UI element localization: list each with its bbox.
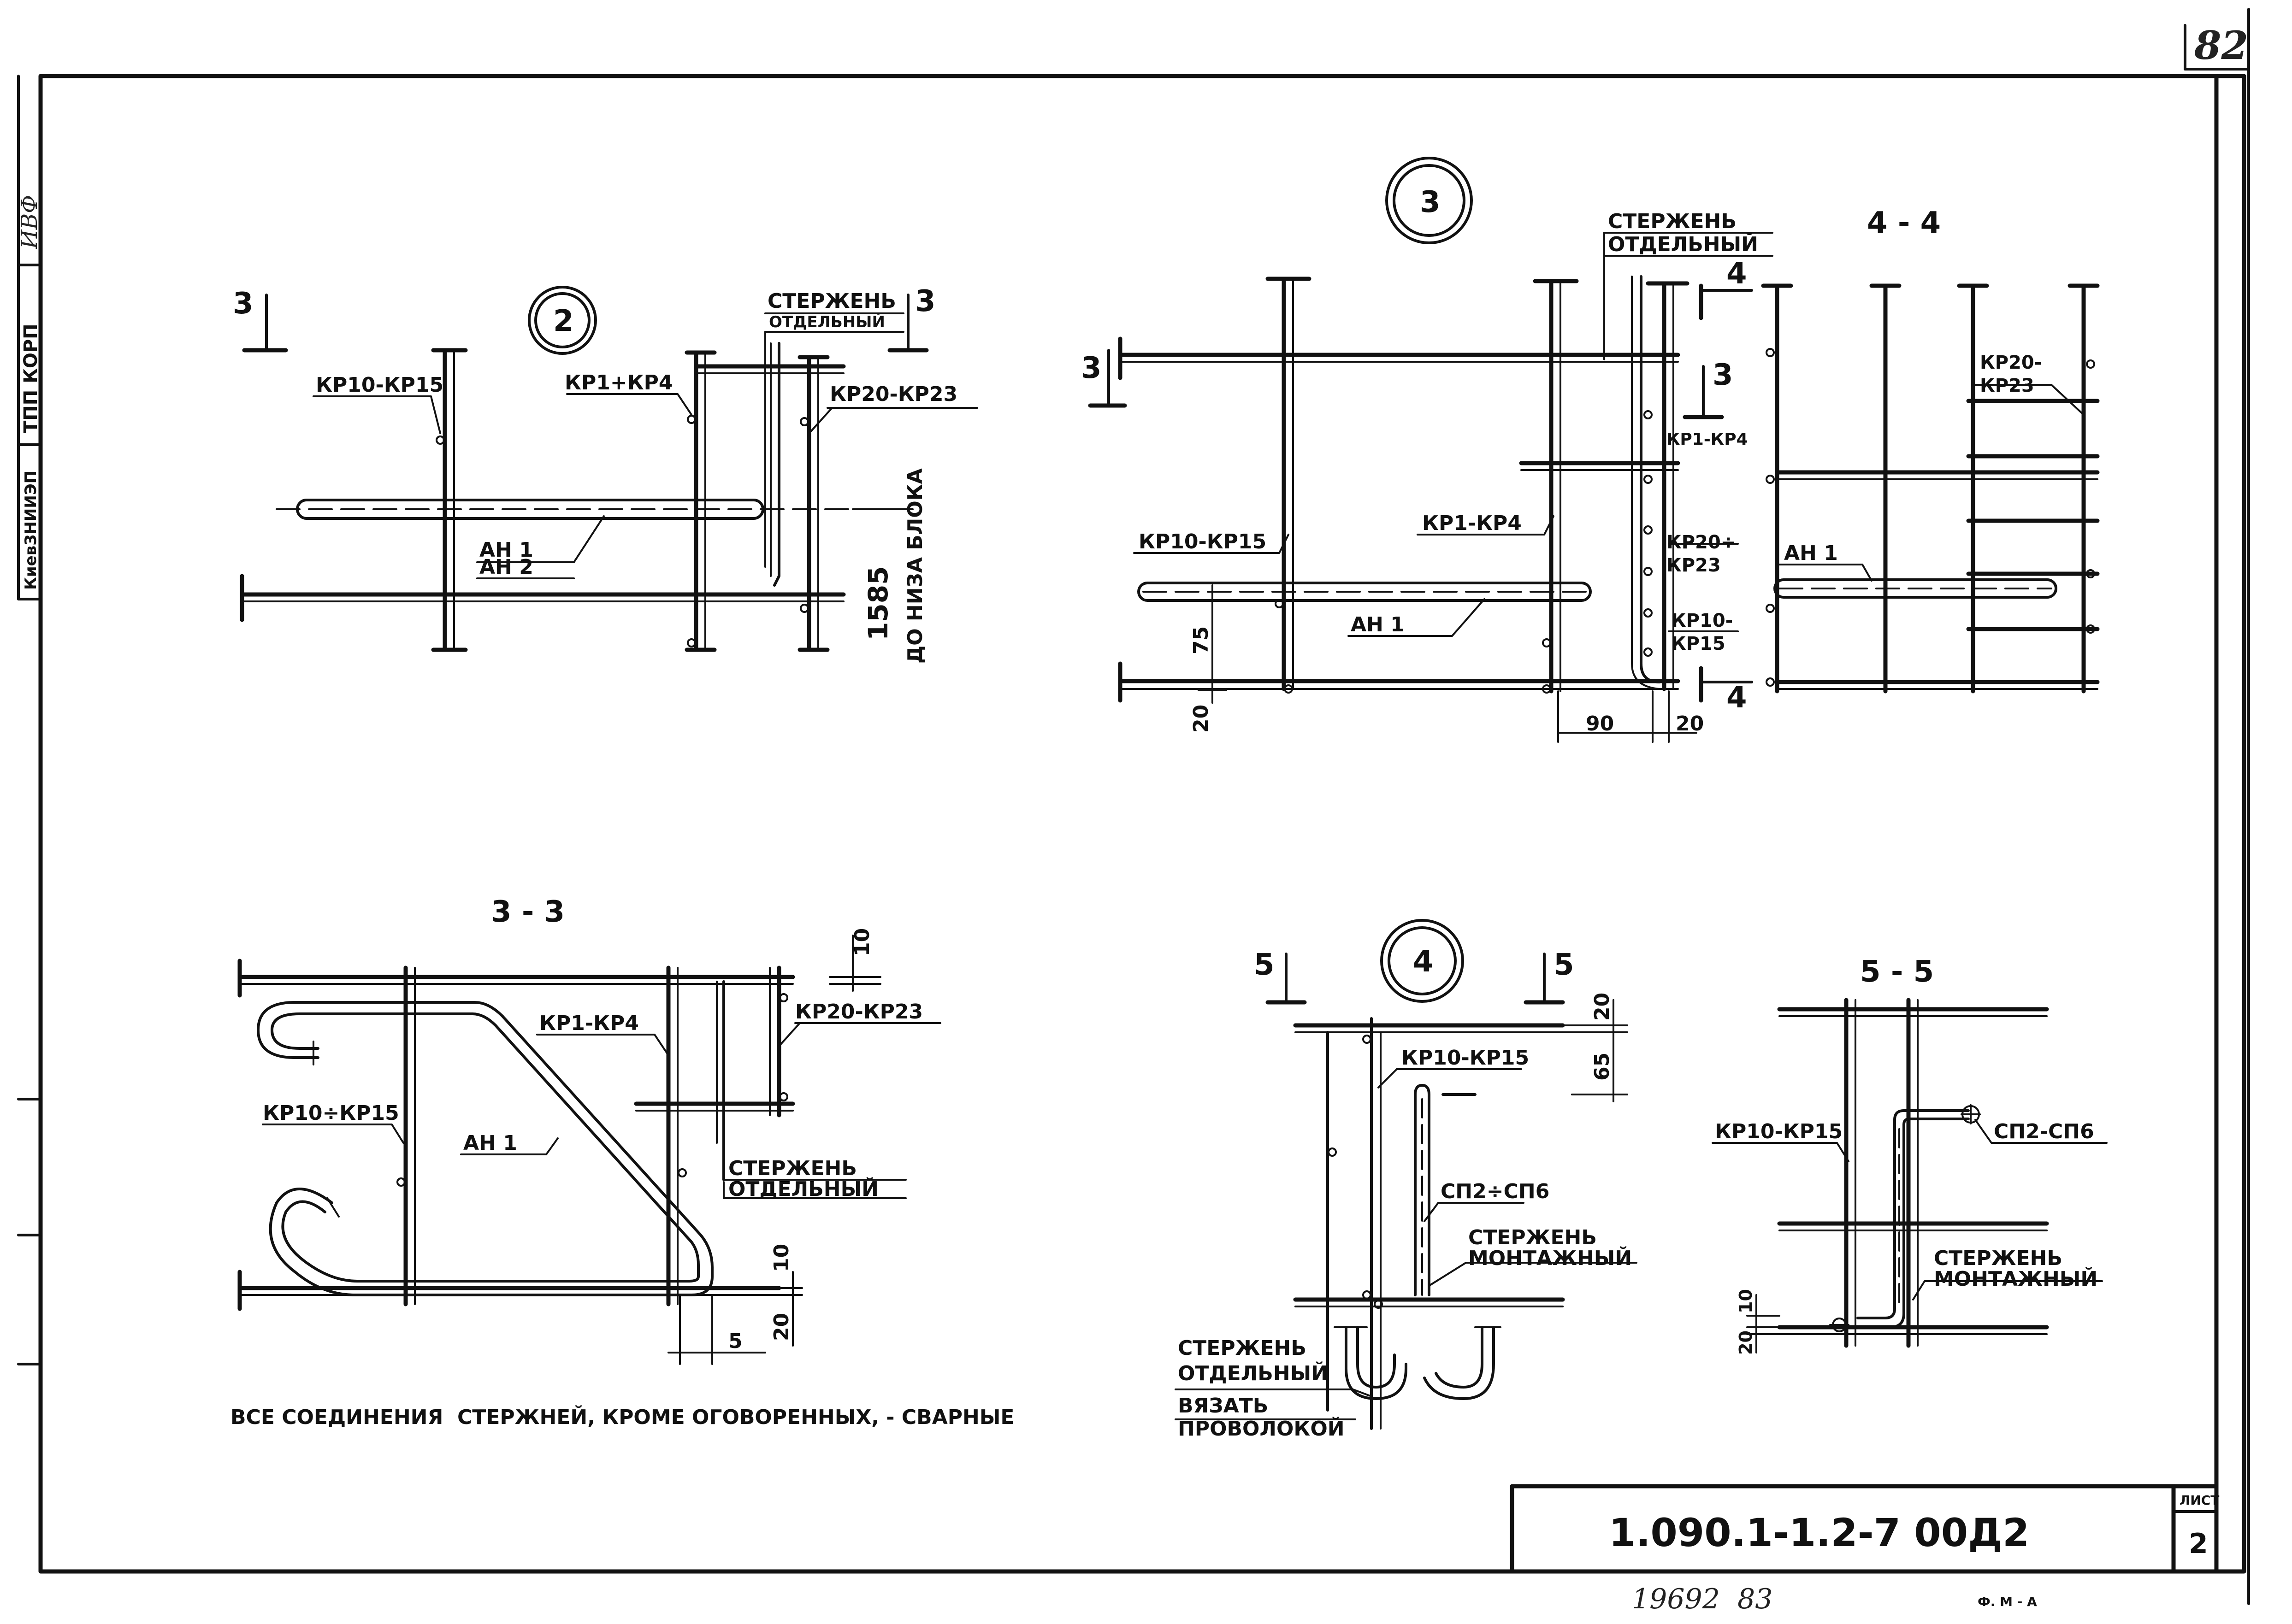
sheet-number: 82 [2194,23,2248,68]
section-4-4-label-kr20b: КР23 [1980,375,2034,396]
section-3-3-dim-20: 20 [770,1313,793,1341]
node-2-label-rod1: СТЕРЖЕНЬ [768,289,896,313]
node-4-cut-left: 5 [1254,948,1275,982]
node-2-cut-right: 3 [915,284,936,318]
node-2-height: 1585 [862,566,894,641]
stamp-signature: ИВФ [17,195,42,249]
node-2: 2 3 3 [233,284,978,664]
node-4-label-rod-m2: МОНТАЖНЫЙ [1468,1246,1632,1270]
node-4-label-kr10: КР10-КР15 [1401,1046,1529,1070]
section-5-5-dim-20: 20 [1736,1330,1756,1355]
node-4-circle: 4 [1413,945,1434,979]
node-3-label-kr10a: КР10- [1671,610,1733,631]
section-4-4-label-kr20a: КР20- [1980,352,2042,373]
section-3-3-dim-10top: 10 [851,928,874,956]
section-3-3-label-kr10: КР10÷КР15 [263,1101,399,1125]
section-3-3-dim-5: 5 [728,1330,743,1353]
node-2-cut-left: 3 [233,287,254,321]
section-4-4-title: 4 - 4 [1867,206,1941,240]
node-3-label-an1: АН 1 [1351,613,1405,636]
section-5-5: 5 - 5 КР10-КР15 СП2-СП6 СТЕРЖЕНЬ МОНТАЖ [1712,955,2108,1355]
side-stamp: КиевЗНИИЭП ТПП КОРП ИВФ [17,75,42,1365]
node-4: 4 5 5 [1175,919,1637,1441]
node-3-cut4-top: 4 [1726,257,1747,291]
node-3-label-kr20b: КР23 [1666,555,1721,576]
section-5-5-title: 5 - 5 [1860,955,1934,989]
node-2-label-rod2: ОТДЕЛЬНЫЙ [769,312,885,331]
node-4-label-sp: СП2÷СП6 [1441,1180,1549,1203]
doc-code: 1.090.1-1.2-7 00Д2 [1609,1510,2029,1555]
node-3: 3 3 3 4 4 [1081,157,1773,743]
section-5-5-dim-10: 10 [1736,1289,1756,1313]
node-3-cut-left: 3 [1081,351,1102,385]
node-3-label-kr1b: КР1-КР4 [1666,430,1748,449]
section-4-4-label-an1: АН 1 [1784,541,1838,565]
node-2-label-kr20: КР20-КР23 [830,382,957,406]
section-3-3: 3 - 3 [237,895,941,1365]
node-2-label-an1: АН 1 [479,538,533,562]
sheet-frame: 82 [38,8,2250,1605]
format-mark: Ф. М - А [1978,1594,2037,1609]
node-3-label-rod1: СТЕРЖЕНЬ [1608,210,1737,233]
node-3-label-kr10: КР10-КР15 [1139,530,1266,553]
section-3-3-label-rod2: ОТДЕЛЬНЫЙ [728,1177,879,1201]
node-4-dim-20: 20 [1590,993,1614,1021]
node-3-dim-90: 90 [1586,712,1614,736]
stamp-org: КиевЗНИИЭП [22,471,40,590]
node-3-dim-20a: 20 [1189,705,1213,733]
inventory-number: 19692 83 [1632,1583,1772,1615]
node-3-dim-20b: 20 [1676,712,1704,736]
node-3-label-kr20a: КР20÷ [1666,532,1736,553]
section-3-3-label-an1: АН 1 [463,1131,517,1155]
section-3-3-label-kr1: КР1-КР4 [539,1012,639,1035]
node-2-height-note: ДО НИЗА БЛОКА [904,468,927,664]
node-4-dim-65: 65 [1590,1053,1614,1081]
section-3-3-title: 3 - 3 [491,895,565,929]
section-3-3-label-rod1: СТЕРЖЕНЬ [728,1157,857,1180]
title-block: 1.090.1-1.2-7 00Д2 ЛИСТ 2 [1510,1484,2219,1574]
sheet-value: 2 [2189,1528,2208,1560]
general-note: ВСЕ СОЕДИНЕНИЯ СТЕРЖНЕЙ, КРОМЕ ОГОВОРЕНН… [230,1405,1014,1429]
node-3-label-kr10b: КР15 [1671,633,1725,654]
node-2-label-kr1: КР1+КР4 [565,371,673,394]
node-2-circle: 2 [553,304,574,338]
node-3-circle: 3 [1420,185,1441,219]
sheet-label: ЛИСТ [2180,1493,2219,1508]
section-4-4: 4 - 4 КР20- КР23 АН 1 [1761,206,2100,694]
node-4-label-rod-o1: СТЕРЖЕНЬ [1178,1336,1306,1360]
section-5-5-label-rod-m2: МОНТАЖНЫЙ [1934,1266,2097,1291]
node-2-label-an2: АН 2 [479,555,533,579]
node-2-label-kr10: КР10-КР15 [316,373,443,397]
node-4-label-rod-m1: СТЕРЖЕНЬ [1468,1226,1597,1249]
section-5-5-label-rod-m1: СТЕРЖЕНЬ [1934,1247,2062,1270]
node-3-label-rod2: ОТДЕЛЬНЫЙ [1608,232,1758,256]
node-3-cut4-bot: 4 [1726,681,1747,715]
node-3-dim-75: 75 [1189,626,1213,654]
node-4-label-tie1: ВЯЗАТЬ [1178,1394,1268,1418]
node-4-label-rod-o2: ОТДЕЛЬНЫЙ [1178,1361,1328,1385]
section-5-5-label-kr10: КР10-КР15 [1715,1120,1843,1143]
node-4-cut-right: 5 [1554,948,1574,982]
node-3-label-kr1a: КР1-КР4 [1422,512,1522,535]
section-5-5-label-sp: СП2-СП6 [1994,1120,2094,1143]
node-3-cut-mid: 3 [1713,358,1733,392]
section-3-3-dim-10: 10 [770,1244,793,1272]
stamp-series: ТПП КОРП [20,324,41,433]
section-3-3-label-kr20: КР20-КР23 [795,1000,923,1024]
